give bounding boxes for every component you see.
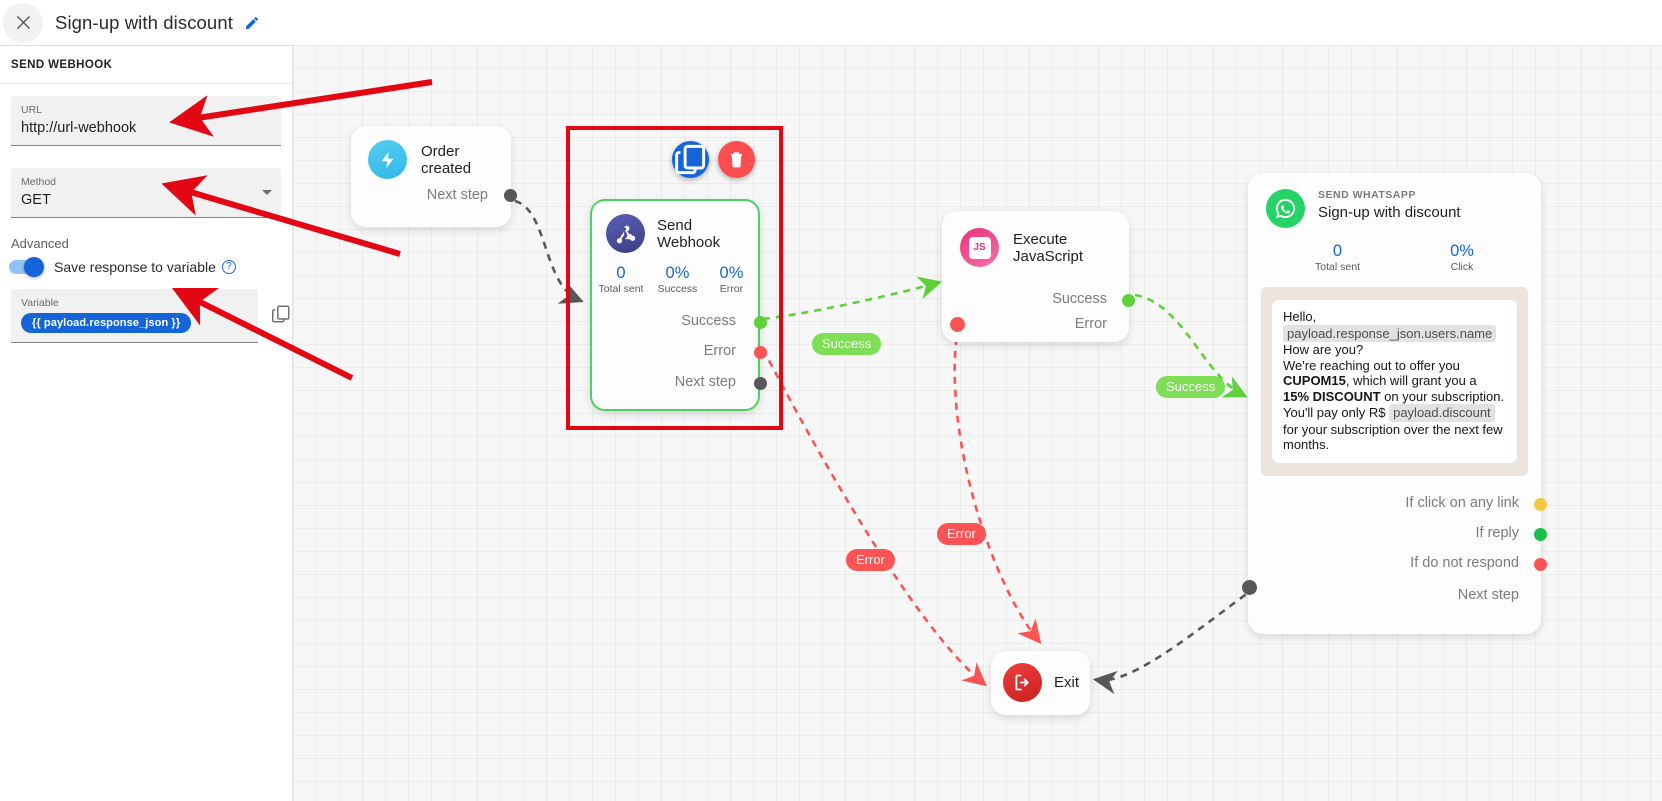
- lightning-bolt-icon: [368, 140, 407, 179]
- port-next-step-dot[interactable]: [754, 377, 767, 390]
- node-title: Sign-up with discount: [1318, 204, 1461, 221]
- stat-click: 0% Click: [1450, 242, 1474, 273]
- method-value: GET: [21, 192, 51, 208]
- msg-line-4: , which will grant you a: [1345, 373, 1477, 388]
- node-order-created[interactable]: Order created Next step: [351, 126, 517, 227]
- node-title: Execute JavaScript: [1013, 230, 1084, 265]
- port-error-label: Error: [703, 343, 736, 359]
- port-click-link-dot[interactable]: [1534, 498, 1547, 511]
- node-header: Order created: [351, 126, 511, 179]
- variable-field[interactable]: Variable {{ payload.response_json }}: [11, 289, 258, 343]
- flow-canvas[interactable]: Order created Next step: [293, 45, 1662, 801]
- msg-line-5: on your subscription.: [1380, 388, 1505, 404]
- url-label: URL: [21, 104, 43, 116]
- port-next-step-label: Next step: [426, 187, 488, 203]
- port-no-respond-label: If do not respond: [1410, 555, 1519, 571]
- close-icon[interactable]: [3, 2, 43, 43]
- msg-line-6: You'll pay only R$: [1283, 405, 1386, 420]
- edge-label-webhook-error: Error: [846, 549, 895, 571]
- method-label: Method: [21, 176, 57, 188]
- msg-variable-name: payload.response_json.users.name: [1283, 324, 1497, 342]
- node-kicker: SEND WHATSAPP: [1318, 189, 1416, 201]
- msg-line-1: Hello,: [1283, 309, 1317, 324]
- node-exit[interactable]: Exit: [991, 651, 1090, 715]
- msg-line-7: for your subscription over the next few …: [1283, 421, 1503, 453]
- variable-label: Variable: [21, 297, 59, 309]
- pencil-icon[interactable]: [244, 15, 260, 31]
- port-error-label: Error: [1074, 316, 1107, 332]
- msg-line-3: We're reaching out to offer you: [1283, 357, 1460, 373]
- stat-total-sent: 0 Total sent: [1315, 242, 1360, 273]
- whatsapp-preview: Hello, payload.response_json.users.name …: [1261, 287, 1528, 476]
- node-stats: 0 Total sent 0% Success 0% Error: [592, 264, 758, 295]
- save-response-label: Save response to variable: [54, 259, 216, 275]
- chevron-down-icon[interactable]: [262, 190, 272, 195]
- msg-coupon: CUPOM15: [1283, 373, 1346, 388]
- page-title: Sign-up with discount: [55, 11, 233, 33]
- save-response-row: Save response to variable ?: [9, 257, 292, 277]
- node-header: SEND WHATSAPP Sign-up with discount: [1248, 173, 1541, 228]
- node-title: Send Webhook: [657, 216, 721, 251]
- node-header: JS Execute JavaScript: [942, 211, 1129, 267]
- method-select[interactable]: Method GET: [11, 168, 281, 218]
- help-circle-icon[interactable]: ?: [221, 260, 236, 274]
- msg-variable-discount: payload.discount: [1389, 404, 1495, 422]
- node-header: Send Webhook: [592, 201, 758, 253]
- node-action-buttons: [672, 141, 755, 178]
- variable-row: Variable {{ payload.response_json }}: [0, 289, 292, 343]
- edge-label-js-success: Success: [1156, 376, 1226, 398]
- port-success-dot[interactable]: [1122, 294, 1135, 307]
- trash-icon[interactable]: [718, 141, 755, 178]
- panel-section-title: SEND WEBHOOK: [0, 46, 292, 84]
- url-input[interactable]: http://url-webhook: [21, 120, 137, 136]
- node-send-whatsapp[interactable]: SEND WHATSAPP Sign-up with discount 0 To…: [1242, 173, 1547, 634]
- variable-chip[interactable]: {{ payload.response_json }}: [21, 313, 192, 333]
- whatsapp-icon: [1266, 189, 1305, 228]
- port-error-dot[interactable]: [754, 346, 767, 359]
- port-success-dot[interactable]: [754, 316, 767, 329]
- copy-icon[interactable]: [270, 303, 292, 325]
- edge-label-webhook-success: Success: [812, 333, 882, 355]
- node-stats: 0 Total sent 0% Click: [1248, 242, 1541, 273]
- port-no-respond-dot[interactable]: [1534, 558, 1547, 571]
- js-icon: JS: [960, 228, 999, 267]
- port-next-step-dot[interactable]: [1242, 580, 1257, 595]
- app-header: Sign-up with discount: [0, 0, 1662, 45]
- stat-error: 0% Error: [719, 264, 744, 295]
- node-header: Exit: [991, 651, 1090, 702]
- port-reply-label: If reply: [1475, 525, 1519, 541]
- port-next-step-label: Next step: [1457, 587, 1519, 603]
- port-success-label: Success: [681, 313, 736, 329]
- node-send-webhook[interactable]: Send Webhook 0 Total sent 0% Success 0% …: [590, 199, 767, 411]
- webhook-settings-panel: SEND WEBHOOK URL http://url-webhook Meth…: [0, 45, 293, 801]
- msg-discount: 15% DISCOUNT: [1283, 388, 1381, 404]
- port-click-link-label: If click on any link: [1405, 495, 1519, 511]
- webhook-icon: [606, 214, 645, 253]
- node-execute-javascript[interactable]: JS Execute JavaScript Success Error: [942, 211, 1135, 342]
- exit-icon: [1003, 663, 1042, 702]
- stat-success: 0% Success: [657, 264, 698, 295]
- msg-line-2: How are you?: [1283, 342, 1364, 357]
- selection-highlight: [566, 126, 783, 430]
- port-next-step-label: Next step: [674, 374, 736, 390]
- advanced-label: Advanced: [11, 236, 69, 251]
- port-reply-dot[interactable]: [1534, 528, 1547, 541]
- edge-label-js-error: Error: [937, 523, 986, 545]
- node-title: Order created: [421, 142, 472, 177]
- url-field[interactable]: URL http://url-webhook: [11, 96, 281, 146]
- toggle-knob: [24, 257, 44, 277]
- port-error-dot[interactable]: [950, 317, 965, 332]
- save-response-toggle[interactable]: [9, 257, 44, 277]
- port-next-step-dot[interactable]: [504, 189, 517, 202]
- node-title: Exit: [1054, 674, 1080, 691]
- message-bubble: Hello, payload.response_json.users.name …: [1272, 300, 1517, 463]
- node-header-text: SEND WHATSAPP Sign-up with discount: [1318, 189, 1461, 221]
- port-success-label: Success: [1052, 291, 1107, 307]
- copy-icon[interactable]: [672, 141, 709, 178]
- stat-total-sent: 0 Total sent: [598, 264, 644, 295]
